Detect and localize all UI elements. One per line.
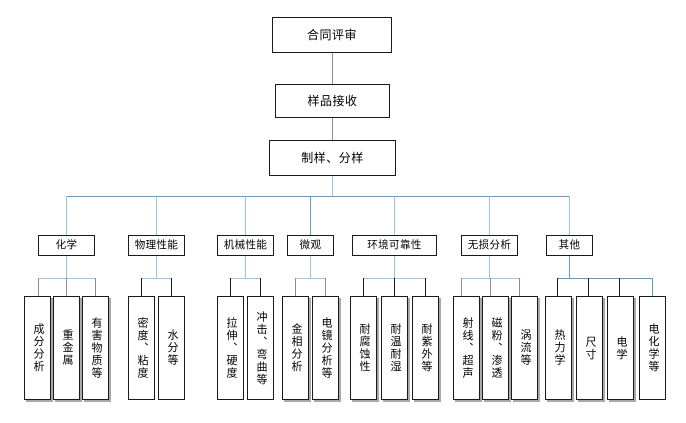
connector-ndt-stem: [489, 256, 490, 278]
node-sample-receipt[interactable]: 样品接收: [275, 84, 390, 118]
connector-physical-bar: [141, 278, 171, 279]
connector-environmental-drop-3: [425, 278, 426, 296]
connector-mechanical-bar: [230, 278, 260, 279]
leaf-radiography-ultrasonic[interactable]: 射线、超声: [453, 296, 480, 400]
connector-ndt-drop-1: [461, 278, 462, 296]
leaf-composition-analysis[interactable]: 成分分析: [24, 296, 51, 400]
category-mechanical-properties[interactable]: 机械性能: [217, 235, 274, 256]
connector-environmental-stem: [394, 256, 395, 278]
leaf-uv-resistance[interactable]: 耐紫外等: [412, 296, 439, 400]
category-physical-properties[interactable]: 物理性能: [128, 235, 185, 256]
connector-chemistry-drop-2: [66, 278, 67, 296]
connector-environmental-drop-2: [394, 278, 395, 296]
category-chemistry[interactable]: 化学: [38, 235, 95, 256]
connector-microscopic-bar: [295, 278, 325, 279]
node-sample-prep[interactable]: 制样、分样: [269, 140, 396, 176]
connector-others-drop-3: [619, 278, 620, 296]
connector-physical-drop-1: [141, 278, 142, 296]
category-others[interactable]: 其他: [546, 235, 593, 256]
connector-physical-drop-2: [171, 278, 172, 296]
leaf-tensile-hardness[interactable]: 拉伸、硬度: [217, 296, 244, 400]
leaf-temp-humidity-resistance[interactable]: 耐温耐湿: [381, 296, 408, 400]
leaf-harmful-substances[interactable]: 有害物质等: [82, 296, 109, 400]
leaf-electrochemistry[interactable]: 电化学等: [639, 296, 666, 400]
connector-others-stem: [569, 256, 570, 278]
connector-others-bar: [557, 278, 652, 279]
connector-microscopic-stem: [310, 256, 311, 278]
connector-main-bus: [66, 196, 569, 197]
connector-bus-to-mechanical: [245, 196, 246, 235]
connector-others-drop-4: [652, 278, 653, 296]
connector-mechanical-drop-2: [260, 278, 261, 296]
leaf-eddy-current[interactable]: 涡流等: [511, 296, 538, 400]
connector-ndt-drop-2: [490, 278, 491, 296]
leaf-density-viscosity[interactable]: 密度、粘度: [128, 296, 155, 400]
leaf-electron-microscopy[interactable]: 电镜分析等: [312, 296, 339, 400]
category-microscopic[interactable]: 微观: [287, 235, 334, 256]
leaf-corrosion-resistance[interactable]: 耐腐蚀性: [350, 296, 377, 400]
leaf-dimension[interactable]: 尺寸: [576, 296, 603, 400]
connector-others-drop-1: [557, 278, 558, 296]
connector-chemistry-drop-3: [95, 278, 96, 296]
node-contract-review[interactable]: 合同评审: [272, 17, 392, 53]
leaf-heavy-metal[interactable]: 重金属: [53, 296, 80, 400]
leaf-metallographic-analysis[interactable]: 金相分析: [282, 296, 309, 400]
connector-bus-to-physical: [156, 196, 157, 235]
connector-bus-to-chemistry: [66, 196, 67, 235]
connector-mechanical-drop-1: [230, 278, 231, 296]
connector-others-drop-2: [588, 278, 589, 296]
connector-physical-stem: [156, 256, 157, 278]
connector-environmental-drop-1: [363, 278, 364, 296]
connector-microscopic-drop-2: [325, 278, 326, 296]
connector-microscopic-drop-1: [295, 278, 296, 296]
connector-bus-to-ndt: [489, 196, 490, 235]
connector-bus-to-others: [569, 196, 570, 235]
connector-ndt-drop-3: [519, 278, 520, 296]
leaf-magnetic-penetrant[interactable]: 磁粉、渗透: [482, 296, 509, 400]
connector-receipt-to-prep: [332, 118, 333, 140]
connector-chemistry-stem: [66, 256, 67, 278]
connector-bus-to-environmental: [394, 196, 395, 235]
leaf-electrical[interactable]: 电学: [607, 296, 634, 400]
leaf-thermodynamics[interactable]: 热力学: [545, 296, 572, 400]
leaf-moisture[interactable]: 水分等: [158, 296, 185, 400]
category-environmental-reliability[interactable]: 环境可靠性: [352, 235, 437, 256]
connector-bus-to-microscopic: [310, 196, 311, 235]
connector-prep-to-bus: [332, 176, 333, 196]
connector-mechanical-stem: [245, 256, 246, 278]
leaf-impact-bending[interactable]: 冲击、弯曲等: [247, 296, 274, 400]
category-ndt-analysis[interactable]: 无损分析: [461, 235, 518, 256]
connector-chemistry-drop-1: [38, 278, 39, 296]
connector-contract-to-receipt: [332, 53, 333, 84]
